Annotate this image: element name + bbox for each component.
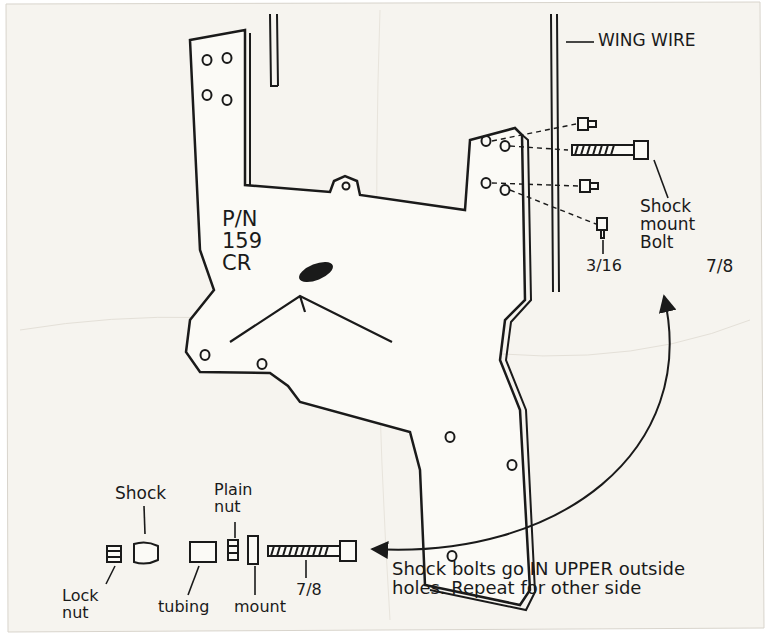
shock-mount-bolt — [572, 141, 648, 159]
lock-nut — [107, 546, 121, 562]
tubing — [190, 542, 216, 562]
part-name: tubing — [158, 599, 228, 616]
part-name: Plain nut — [214, 482, 266, 516]
part-name: WING WIRE — [598, 32, 748, 50]
reference-arrow — [372, 296, 670, 550]
exploded-parts — [107, 536, 356, 564]
assembly-note: Shock bolts go IN UPPER outside holes. R… — [392, 560, 712, 598]
mounting-hole — [201, 53, 517, 561]
dimension: 7/8 — [706, 258, 746, 276]
bolt-head — [340, 541, 356, 561]
leader-line — [106, 42, 668, 595]
slot-hole — [296, 258, 335, 286]
mount-washer — [248, 536, 258, 564]
bolt-shank — [268, 546, 340, 556]
plain-nut — [228, 540, 238, 560]
part-number: P/N 159 CR — [222, 208, 268, 274]
assembly-guide — [492, 124, 596, 224]
part-name: mount — [234, 599, 304, 616]
dimension: 7/8 — [296, 582, 336, 599]
part-name: Shock — [115, 485, 185, 503]
dimension: 3/16 — [586, 258, 631, 275]
bent-tab — [230, 296, 392, 342]
part-name: Shock mount Bolt — [640, 198, 730, 252]
part-name: Lock nut — [62, 588, 114, 622]
bracket-plate — [186, 30, 530, 605]
small-bolt — [578, 118, 607, 238]
paper-sheet — [6, 2, 764, 632]
shock-bushing — [134, 542, 158, 563]
